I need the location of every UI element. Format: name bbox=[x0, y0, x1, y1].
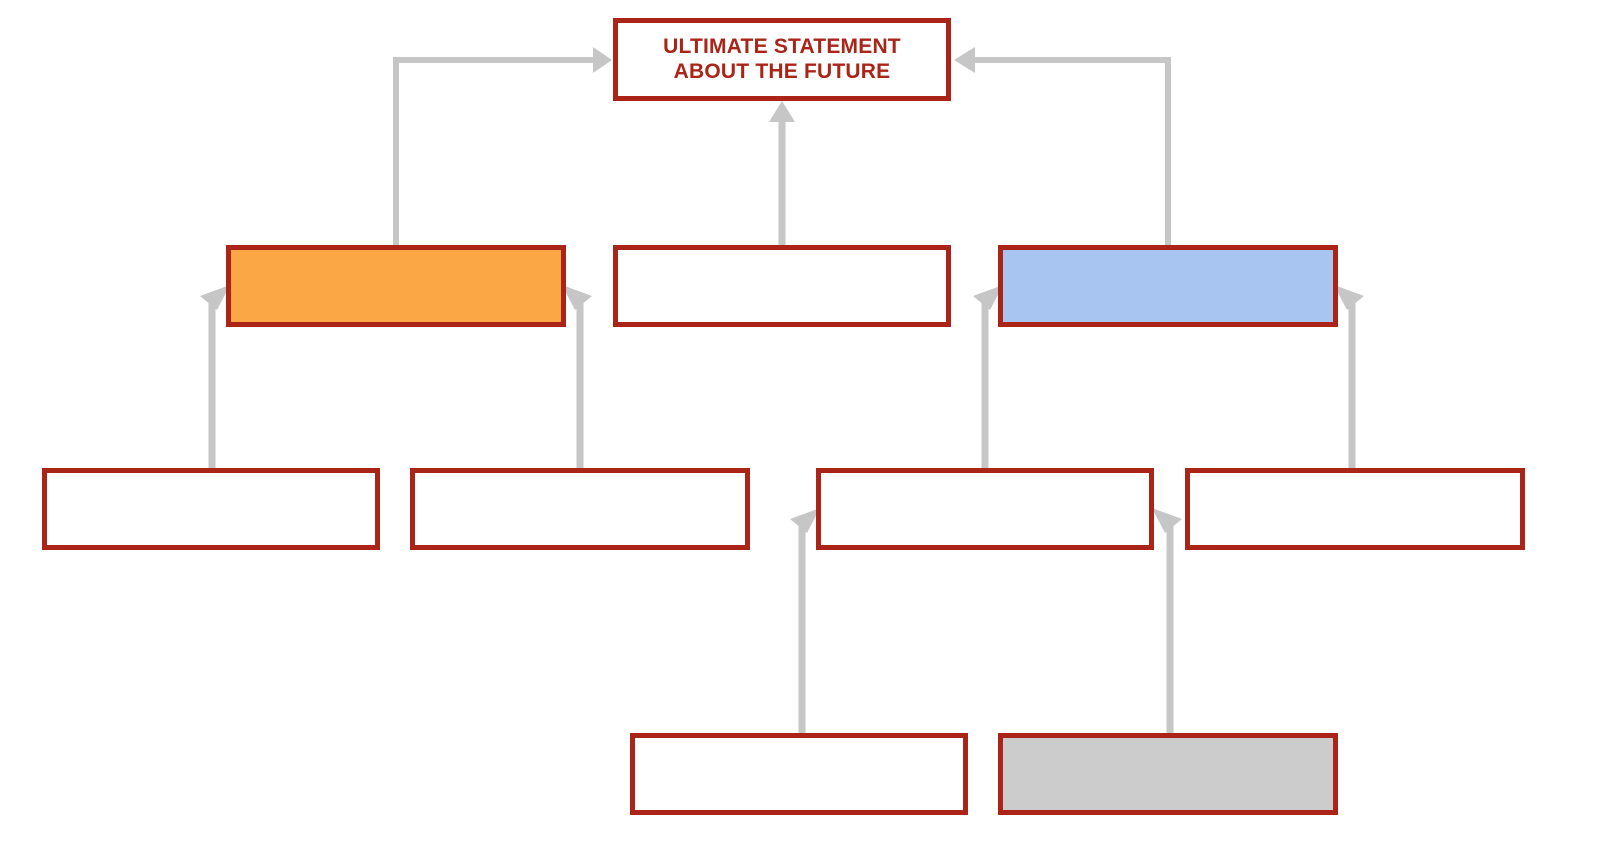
node-support-3[interactable] bbox=[816, 468, 1154, 550]
node-support-4[interactable] bbox=[1185, 468, 1525, 550]
edge-support4-to-right bbox=[1334, 285, 1364, 468]
edge-support2-to-left bbox=[562, 285, 592, 468]
edge-left-to-ultimate bbox=[393, 47, 612, 245]
node-branch-middle[interactable] bbox=[613, 245, 951, 327]
node-support-1[interactable] bbox=[42, 468, 380, 550]
node-ultimate-statement-label: ULTIMATE STATEMENT ABOUT THE FUTURE bbox=[663, 34, 901, 83]
edge-detail2-to-support3 bbox=[1152, 508, 1182, 733]
node-branch-right[interactable] bbox=[998, 245, 1338, 327]
edge-right-to-ultimate bbox=[954, 47, 1171, 245]
node-ultimate-statement[interactable]: ULTIMATE STATEMENT ABOUT THE FUTURE bbox=[613, 18, 951, 101]
node-support-2[interactable] bbox=[410, 468, 750, 550]
edge-middle-to-ultimate bbox=[769, 101, 795, 245]
node-detail-2[interactable] bbox=[998, 733, 1338, 815]
node-detail-1[interactable] bbox=[630, 733, 968, 815]
node-branch-left[interactable] bbox=[226, 245, 566, 327]
